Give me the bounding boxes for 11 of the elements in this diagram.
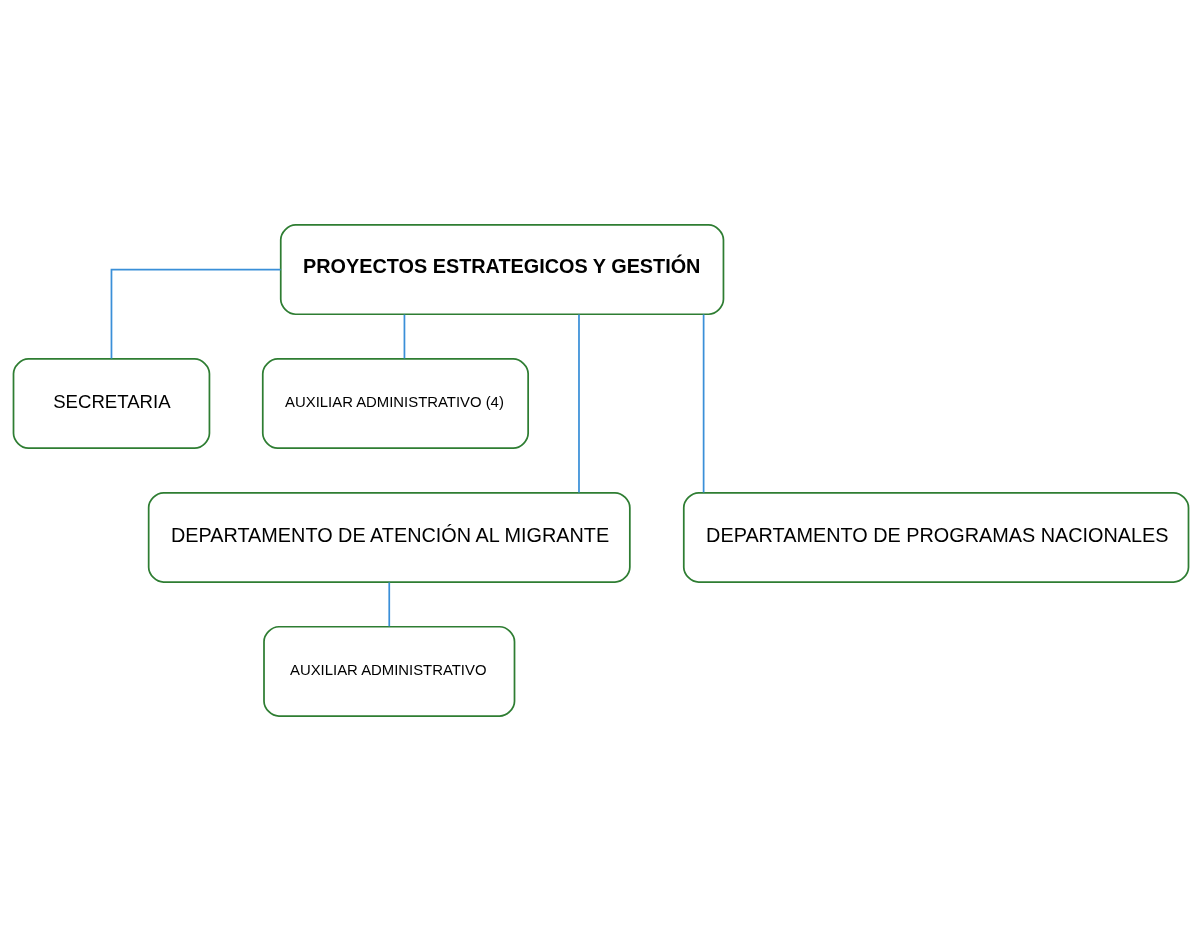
node-box: SECRETARIA (12, 358, 211, 450)
connector (388, 581, 391, 628)
node-box: DEPARTAMENTO DE ATENCIÓN AL MIGRANTE (147, 491, 631, 583)
node-box: AUXILIAR ADMINISTRATIVO (263, 625, 516, 717)
node-box: PROYECTOS ESTRATEGICOS Y GESTIÓN (279, 224, 725, 316)
node-box: AUXILIAR ADMINISTRATIVO (4) (261, 358, 529, 450)
connector (702, 313, 705, 494)
connector (578, 313, 580, 494)
connector (110, 268, 282, 360)
node-box: DEPARTAMENTO DE PROGRAMAS NACIONALES (682, 491, 1190, 583)
connector (403, 313, 406, 360)
